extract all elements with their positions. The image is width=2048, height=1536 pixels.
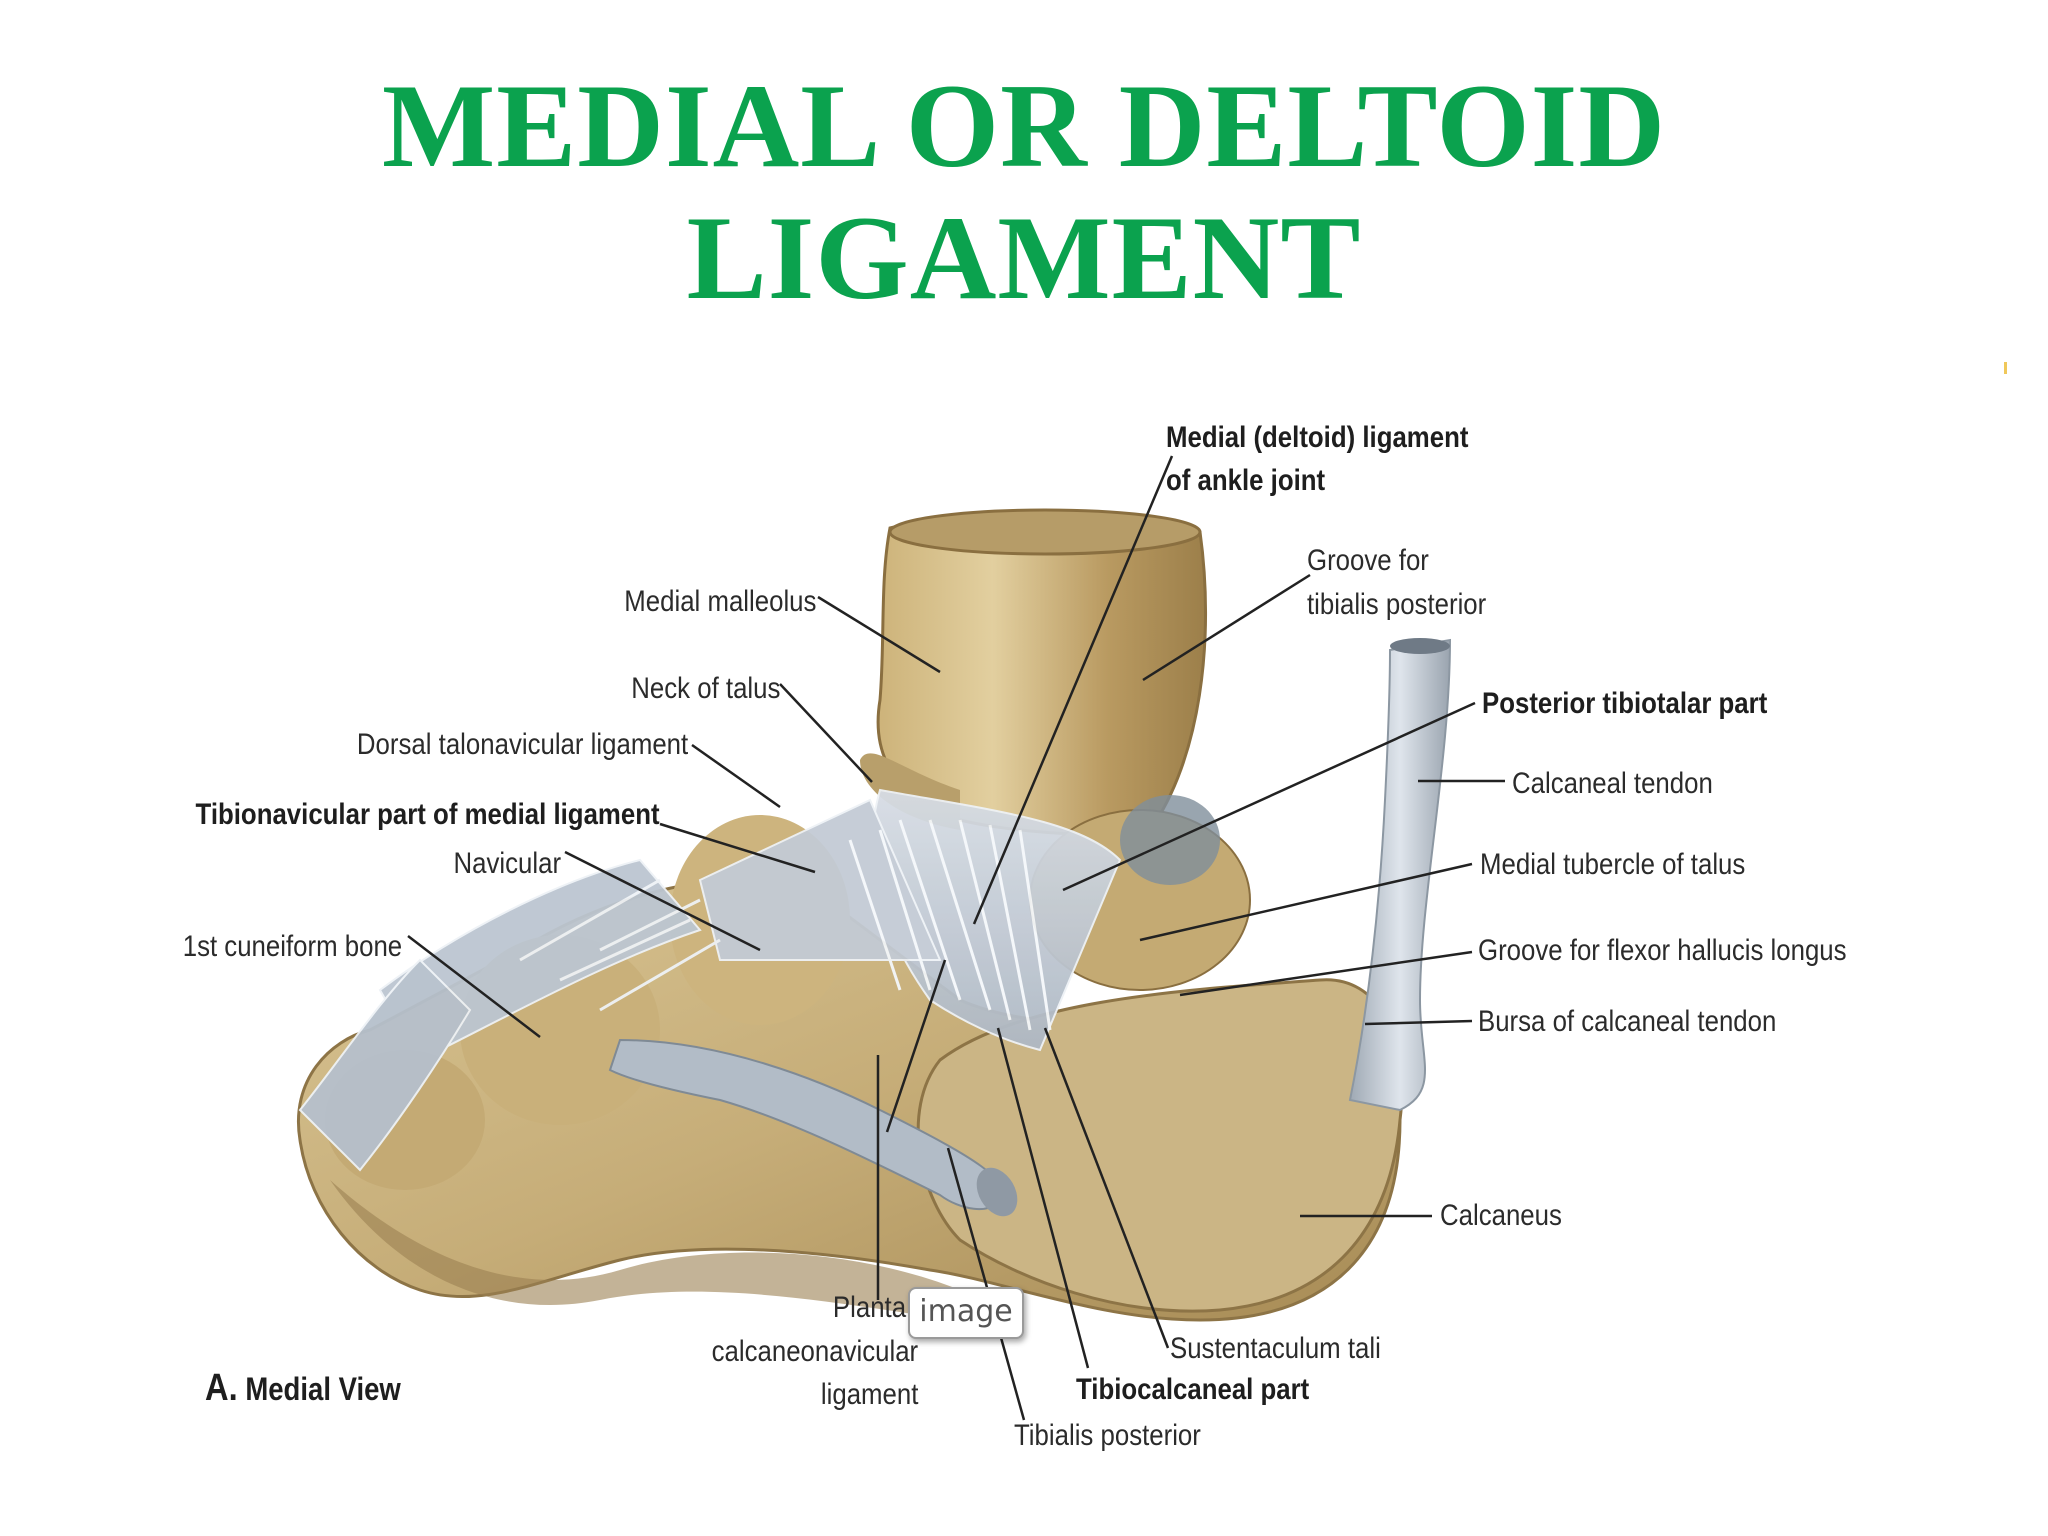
label-medial-deltoid-ligament-line2: of ankle joint [1166, 464, 1326, 497]
label-tibiocalcaneal-part: Tibiocalcaneal part [1076, 1373, 1310, 1406]
label-calcaneal-tendon: Calcaneal tendon [1512, 767, 1713, 800]
label-groove-flexor-hallucis-longus: Groove for flexor hallucis longus [1478, 934, 1847, 967]
figure-caption: A. Medial View [205, 1367, 401, 1410]
label-medial-tubercle-of-talus: Medial tubercle of talus [1480, 848, 1746, 881]
label-groove-tibialis-posterior-line1: Groove for [1307, 544, 1429, 577]
decorative-speck [2004, 362, 2007, 374]
label-plantar-line3: ligament [820, 1378, 918, 1411]
title-line-2: LIGAMENT [686, 191, 1362, 324]
label-medial-deltoid-ligament-line1: Medial (deltoid) ligament [1166, 421, 1469, 454]
label-tibialis-posterior: Tibialis posterior [1014, 1419, 1201, 1452]
label-posterior-tibiotalar-part: Posterior tibiotalar part [1482, 687, 1768, 720]
figure-letter: A. [205, 1367, 238, 1409]
label-navicular: Navicular [453, 847, 561, 880]
label-sustentaculum-tali: Sustentaculum tali [1170, 1332, 1381, 1365]
label-plantar-line2: calcaneonavicular [711, 1335, 918, 1368]
label-medial-malleolus: Medial malleolus [623, 585, 816, 618]
label-calcaneus: Calcaneus [1440, 1199, 1562, 1232]
deltoid-ligament [298, 788, 1122, 1172]
tibialis-posterior-tendon [608, 1038, 1018, 1217]
title-line-1: MEDIAL OR DELTOID [381, 59, 1667, 192]
slide-title: MEDIAL OR DELTOID LIGAMENT [0, 60, 2048, 324]
leader-lines [407, 455, 1505, 1421]
label-neck-of-talus: Neck of talus [630, 672, 780, 705]
label-tibionavicular-part: Tibionavicular part of medial ligament [195, 798, 660, 831]
label-bursa-of-calcaneal-tendon: Bursa of calcaneal tendon [1478, 1005, 1777, 1038]
label-dorsal-talonavicular-ligament: Dorsal talonavicular ligament [356, 728, 688, 761]
tibia [860, 508, 1208, 836]
label-1st-cuneiform-bone: 1st cuneiform bone [182, 930, 402, 963]
label-plantar-line1: Planta [832, 1291, 906, 1324]
calcaneal-tendon [1348, 638, 1452, 1112]
label-groove-tibialis-posterior-line2: tibialis posterior [1307, 588, 1487, 621]
image-tooltip: image [908, 1287, 1024, 1339]
figure-view-label: Medial View [245, 1371, 401, 1407]
